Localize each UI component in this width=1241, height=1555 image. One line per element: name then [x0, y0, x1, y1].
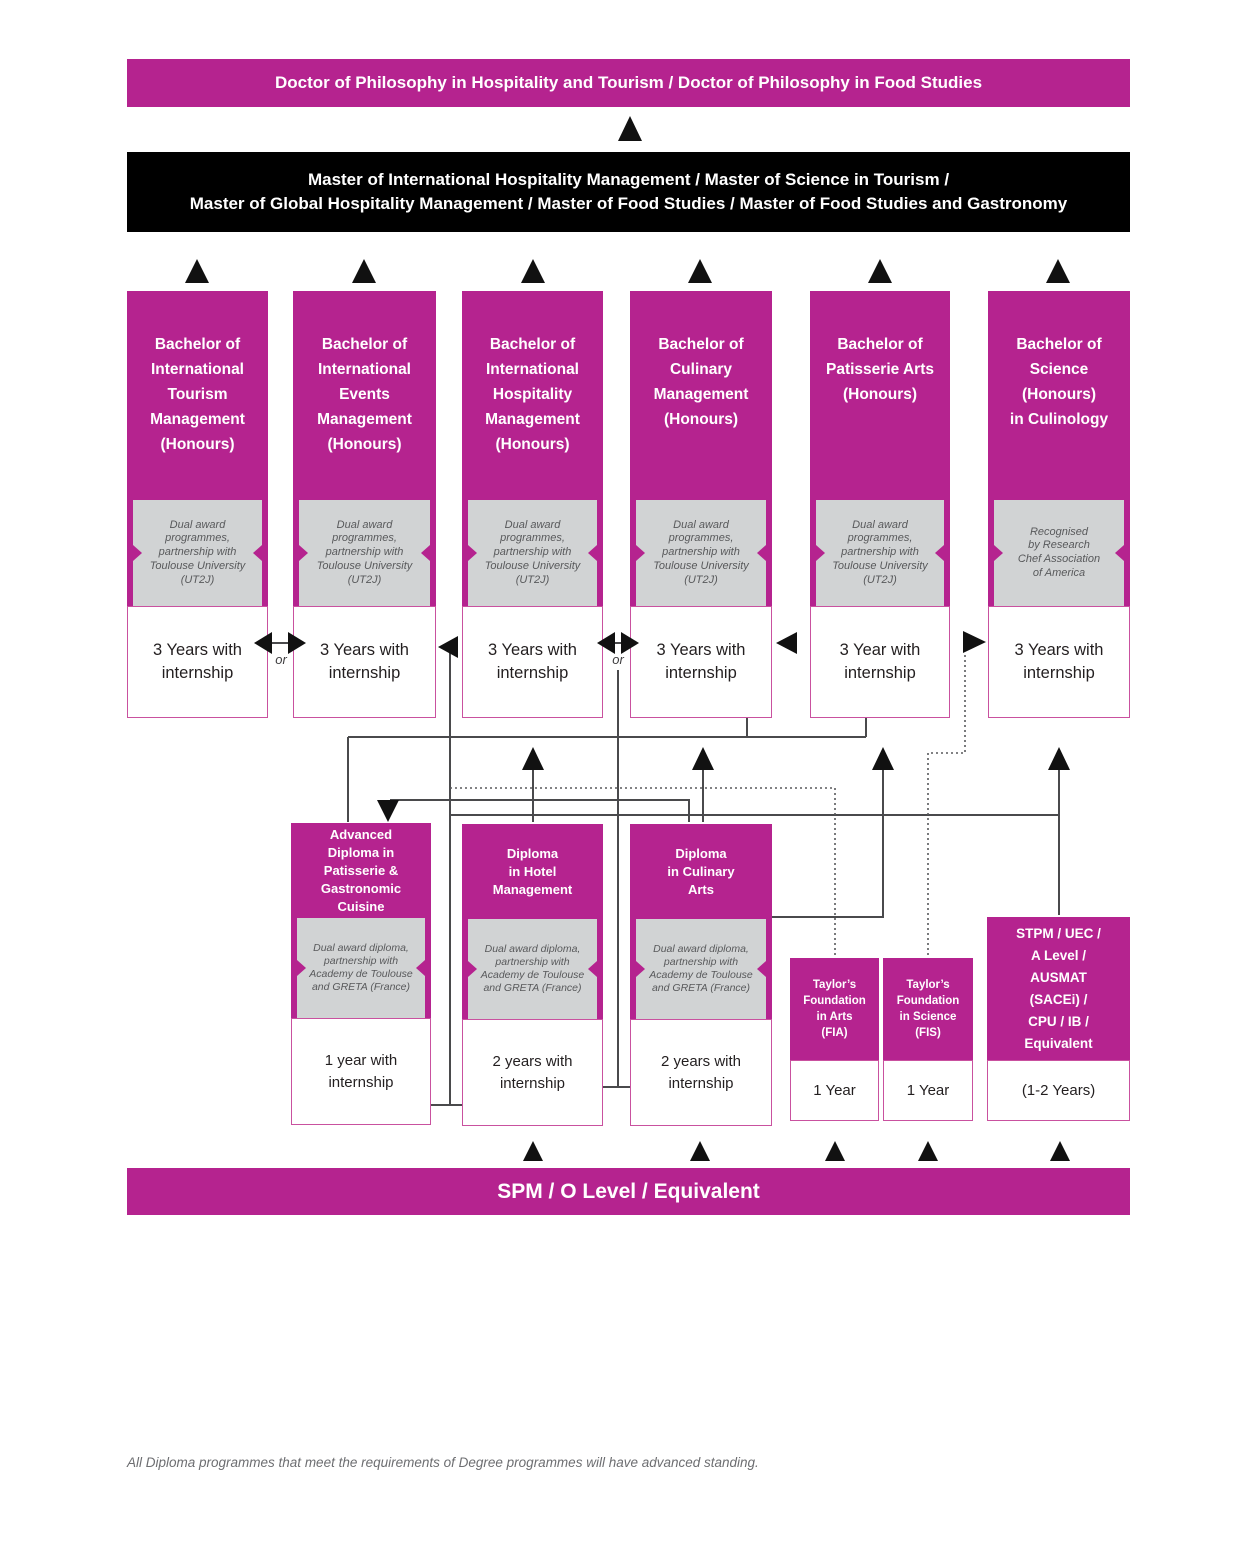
footnote: All Diploma programmes that meet the req…: [127, 1455, 759, 1470]
arrow-up-spm-culinary: [690, 1141, 710, 1161]
dual-award-note: Dual award diploma, partnership with Aca…: [480, 942, 585, 995]
diploma-title: Diploma in Culinary Arts: [667, 845, 735, 897]
spm-bar-label: SPM / O Level / Equivalent: [497, 1179, 760, 1203]
arrow-up-mid-703: [692, 747, 714, 770]
diploma-title: Advanced Diploma in Patisserie & Gastron…: [320, 826, 402, 914]
bachelor-title: Bachelor of International Hospitality Ma…: [485, 336, 580, 453]
duration-label: 2 years with internship: [660, 1052, 742, 1092]
bachelor-patisserie-arts: Bachelor of Patisserie Arts (Honours) Du…: [810, 291, 950, 718]
bachelor-hospitality-management: Bachelor of International Hospitality Ma…: [462, 291, 603, 718]
arrow-up-mid-533: [522, 747, 544, 770]
arrow-down-advanced-diploma: [377, 800, 399, 822]
bachelor-title: Bachelor of Patisserie Arts (Honours): [826, 336, 934, 403]
diploma-hotel-management: Diploma in Hotel Management Dual award d…: [462, 824, 603, 1126]
duration-label: 3 Years with internship: [320, 641, 409, 682]
stpm-entry-qualifications: STPM / UEC / A Level / AUSMAT (SACEi) / …: [987, 917, 1130, 1121]
culinary-to-patisserie: [772, 764, 884, 918]
arrow-up-bachelor6: [1046, 259, 1070, 283]
duration-label: 1 Year: [813, 1082, 856, 1099]
or-label: or: [612, 652, 624, 667]
arrow-up-phd: [618, 116, 642, 141]
arrowhead-into-culinology: [963, 631, 986, 653]
foundation-title: Taylor’s Foundation in Science (FIS): [896, 979, 960, 1039]
dual-award-note: Dual award programmes, partnership with …: [316, 518, 413, 586]
bachelor-title: Bachelor of Science (Honours) in Culinol…: [1009, 336, 1109, 428]
arrow-up-spm-fis: [918, 1141, 938, 1161]
arrow-up-spm-fia: [825, 1141, 845, 1161]
arrow-up-bachelor1: [185, 259, 209, 283]
dual-award-note: Dual award programmes, partnership with …: [653, 518, 749, 586]
bachelor-science-culinology: Bachelor of Science (Honours) in Culinol…: [988, 291, 1130, 718]
duration-label: 3 Years with internship: [656, 641, 746, 682]
bachelor-title: Bachelor of Culinary Management (Honours…: [653, 336, 749, 428]
phd-bar: Doctor of Philosophy in Hospitality and …: [127, 59, 1130, 107]
arrow-up-mid-1059: [1048, 747, 1070, 770]
duration-label: 3 Years with internship: [488, 641, 577, 682]
duration-label: 3 Year with internship: [839, 641, 921, 682]
duration-label: (1-2 Years): [1021, 1082, 1096, 1099]
diploma-culinary-arts: Diploma in Culinary Arts Dual award dipl…: [630, 824, 772, 1126]
arrow-up-spm-stpm: [1050, 1141, 1070, 1161]
bachelor-title: Bachelor of International Events Managem…: [317, 336, 412, 453]
arrow-up-bachelor4: [688, 259, 712, 283]
bachelor-tourism-management: Bachelor of International Tourism Manage…: [127, 291, 268, 718]
spm-bar: SPM / O Level / Equivalent: [127, 1168, 1130, 1215]
arrow-up-bachelor2: [352, 259, 376, 283]
arrow-up-spm-hotel: [523, 1141, 543, 1161]
diploma-title: Diploma in Hotel Management: [492, 845, 573, 897]
arrowhead-into-culinary-mgmt: [776, 632, 797, 654]
entry-title: STPM / UEC / A Level / AUSMAT (SACEi) / …: [1016, 925, 1101, 1051]
recognition-note: Recognised by Research Chef Association …: [1017, 525, 1101, 579]
bachelor-culinary-management: Bachelor of Culinary Management (Honours…: [630, 291, 772, 718]
duration-label: 3 Years with internship: [1014, 641, 1104, 682]
advanced-diploma-patisserie: Advanced Diploma in Patisserie & Gastron…: [291, 823, 431, 1125]
arrow-up-bachelor3: [521, 259, 545, 283]
bachelor-title: Bachelor of International Tourism Manage…: [150, 336, 245, 453]
foundation-in-arts: Taylor’s Foundation in Arts (FIA) 1 Year: [790, 958, 879, 1121]
foundation-title: Taylor’s Foundation in Arts (FIA): [803, 979, 866, 1039]
duration-label: 3 Years with internship: [153, 641, 242, 682]
master-bar-label: Master of International Hospitality Mana…: [189, 170, 1068, 213]
arrow-up-bachelor5: [868, 259, 892, 283]
dual-award-note: Dual award diploma, partnership with Aca…: [309, 941, 413, 994]
dual-award-note: Dual award programmes, partnership with …: [484, 518, 581, 586]
duration-label: 1 Year: [906, 1082, 950, 1099]
bachelor-events-management: Bachelor of International Events Managem…: [293, 291, 436, 718]
master-bar: Master of International Hospitality Mana…: [127, 152, 1130, 232]
dual-award-note: Dual award diploma, partnership with Aca…: [649, 942, 753, 995]
culinary-to-advanced-diploma: [390, 799, 690, 822]
or-label: or: [275, 652, 287, 667]
phd-bar-label: Doctor of Philosophy in Hospitality and …: [274, 73, 983, 92]
arrow-up-mid-883: [872, 747, 894, 770]
arrowhead-into-events-mgmt: [438, 636, 458, 658]
vertical-450: [449, 646, 455, 1105]
dual-award-note: Dual award programmes, partnership with …: [149, 518, 246, 586]
dual-award-note: Dual award programmes, partnership with …: [832, 518, 928, 586]
duration-label: 2 years with internship: [492, 1052, 573, 1092]
foundation-in-science: Taylor’s Foundation in Science (FIS) 1 Y…: [883, 958, 973, 1121]
duration-label: 1 year with internship: [324, 1051, 398, 1091]
